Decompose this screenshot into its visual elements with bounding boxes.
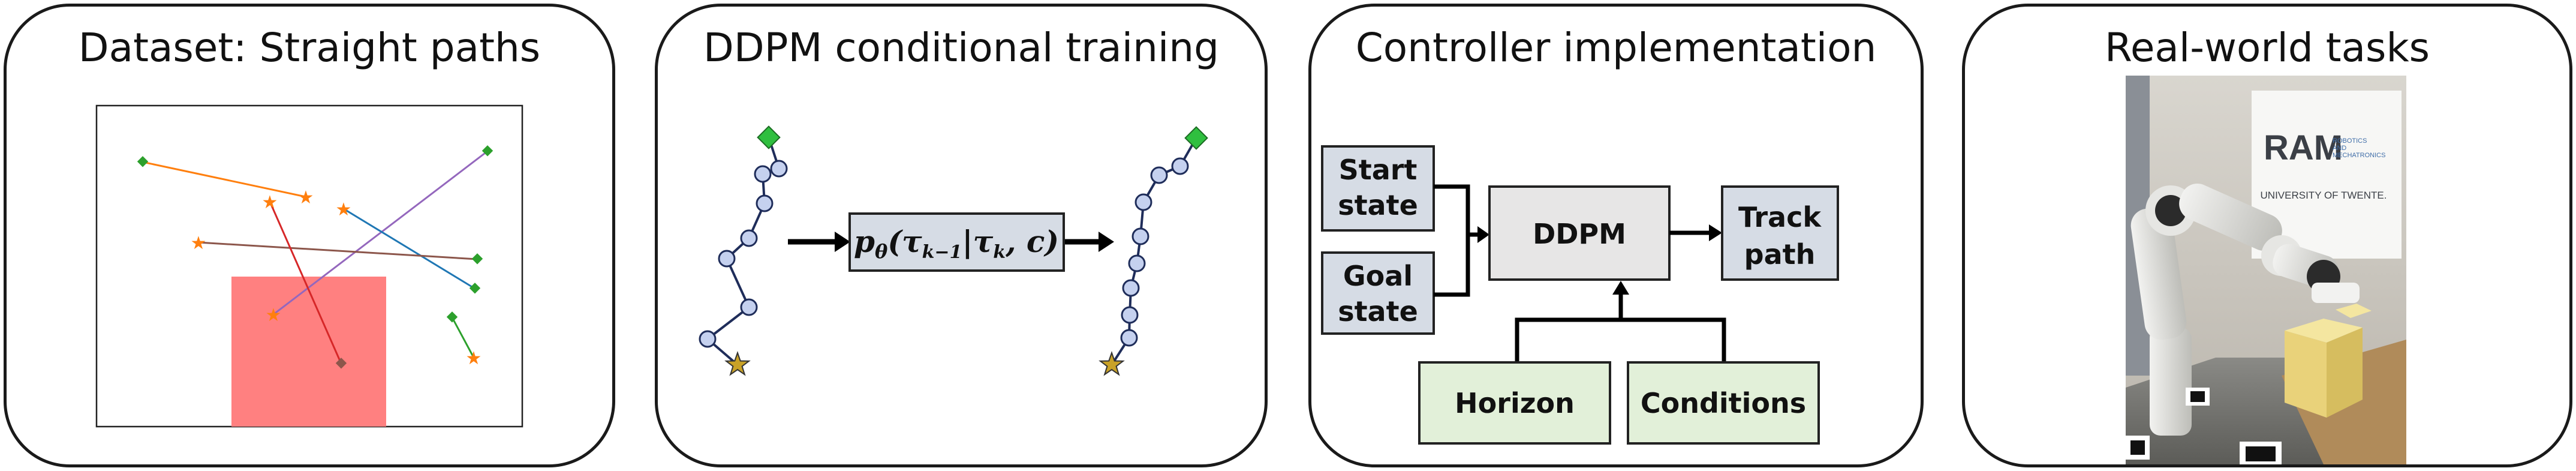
path-red (269, 201, 342, 364)
yellow-block-front (2285, 331, 2327, 418)
conditions-connector (1515, 317, 1726, 362)
path-purple (273, 150, 488, 316)
poster-logo: RAM (2264, 128, 2343, 167)
clean-trajectory-line (1111, 137, 1197, 366)
goal-state-box (1321, 251, 1435, 335)
clean-trajectory-node (1128, 254, 1146, 272)
goal-state-label-1: Goal (1343, 260, 1413, 292)
noisy-trajectory-node (770, 160, 788, 178)
start-state-label-2: state (1338, 189, 1418, 221)
robot-gripper (2312, 283, 2360, 303)
yellow-block-top (2285, 319, 2363, 343)
clean-trajectory-node (1131, 227, 1149, 245)
horizon-label: Horizon (1455, 387, 1575, 419)
panel-title-controller: Controller implementation (1355, 25, 1877, 71)
panel-title-training: DDPM conditional training (703, 25, 1219, 71)
qr-marker-center-inner (2190, 391, 2205, 402)
panel-real-world: Real-world tasks RAM ROBOTICS AND MECHAT… (1962, 4, 2572, 467)
track-path-box (1721, 185, 1839, 281)
noisy-trajectory (699, 125, 788, 376)
model-box (848, 212, 1065, 272)
path-red-start: ★ (262, 193, 278, 212)
qr-marker-bottom-inner (2246, 446, 2276, 461)
path-blue (343, 208, 476, 290)
conditions-box (1627, 361, 1820, 445)
clean-trajectory-node (1121, 306, 1139, 324)
clean-trajectory-start-star (1099, 350, 1125, 376)
robot-photo: RAM ROBOTICS AND MECHATRONICS UNIVERSITY… (2126, 76, 2406, 464)
clean-trajectory-node (1120, 329, 1138, 347)
start-connector (1434, 184, 1470, 235)
robot-link-2 (2179, 184, 2282, 251)
path-brown (198, 241, 478, 260)
path-green (451, 317, 475, 358)
clean-trajectory-goal-diamond (1184, 126, 1208, 150)
merge-arrow-head (1477, 226, 1489, 243)
path-orange-goal (137, 156, 149, 167)
controller-diagram: Start state Goal state DDPM Track path H… (1321, 145, 1839, 445)
panel-title-real-world: Real-world tasks (2104, 25, 2430, 71)
qr-marker-left-inner (2130, 440, 2145, 455)
panel-dataset: Dataset: Straight paths ★ ★ ★ ★ ★ ★ (4, 4, 615, 467)
horizon-box (1418, 361, 1611, 445)
robot-joint-1-cap (2155, 195, 2186, 226)
clean-trajectory-node (1150, 166, 1168, 184)
path-purple-start: ★ (266, 305, 282, 325)
goal-state-label-2: state (1338, 295, 1418, 328)
dataset-plot: ★ ★ ★ ★ ★ ★ (95, 104, 523, 428)
noisy-trajectory-start-star (724, 350, 751, 376)
ddpm-label: DDPM (1533, 218, 1626, 250)
track-path-label-2: path (1744, 238, 1816, 271)
arrow-out-model-head (1099, 232, 1114, 252)
ddpm-box (1488, 185, 1671, 281)
model-formula: pθ(τk−1|τk, c) (854, 224, 1059, 263)
clean-trajectory-node (1122, 279, 1140, 297)
yellow-block-side (2327, 328, 2363, 418)
path-green-start: ★ (466, 349, 482, 368)
conditions-label: Conditions (1641, 387, 1806, 419)
clean-trajectory (1099, 126, 1208, 376)
robot-base (2150, 328, 2192, 436)
noisy-trajectory-node (718, 250, 736, 268)
path-brown-goal (471, 253, 483, 265)
path-purple-goal (482, 145, 493, 157)
yellow-block-small (2336, 304, 2372, 318)
up-arrow-head (1612, 281, 1629, 295)
path-green-goal (446, 311, 458, 323)
arrow-into-model-head (835, 232, 850, 252)
track-path-label-1: Track (1738, 201, 1822, 233)
path-red-goal (335, 358, 347, 369)
path-orange (142, 161, 306, 198)
noisy-trajectory-node (699, 330, 717, 348)
clean-trajectory-node (1134, 193, 1152, 211)
noisy-trajectory-node (740, 298, 758, 316)
noisy-trajectory-goal-diamond (757, 125, 781, 149)
goal-connector (1434, 235, 1470, 297)
obstacle-region (231, 277, 386, 427)
panel-training: DDPM conditional training pθ(τk−1|τk, c) (655, 4, 1268, 467)
panel-title-dataset: Dataset: Straight paths (78, 25, 541, 71)
path-blue-goal (469, 283, 481, 294)
clean-trajectory-node (1171, 157, 1189, 175)
noisy-trajectory-node (740, 229, 758, 247)
noisy-trajectory-node (756, 194, 774, 212)
path-brown-start: ★ (191, 233, 207, 253)
robot-link-1 (2130, 207, 2187, 340)
training-diagram: pθ(τk−1|τk, c) (699, 125, 1208, 376)
poster-logo-sub-2: AND (2333, 145, 2346, 152)
path-orange-start: ★ (298, 188, 314, 208)
start-state-box (1321, 145, 1435, 232)
path-blue-start: ★ (336, 200, 352, 220)
start-state-label-1: Start (1339, 154, 1418, 186)
poster-logo-sub-1: ROBOTICS (2333, 137, 2367, 145)
to-track-arrow-head (1709, 224, 1722, 241)
panel-controller: Controller implementation Start state Go… (1308, 4, 1924, 467)
poster-university: UNIVERSITY OF TWENTE. (2261, 190, 2387, 201)
noisy-trajectory-node (754, 165, 772, 183)
poster-logo-sub-3: MECHATRONICS (2333, 152, 2385, 159)
